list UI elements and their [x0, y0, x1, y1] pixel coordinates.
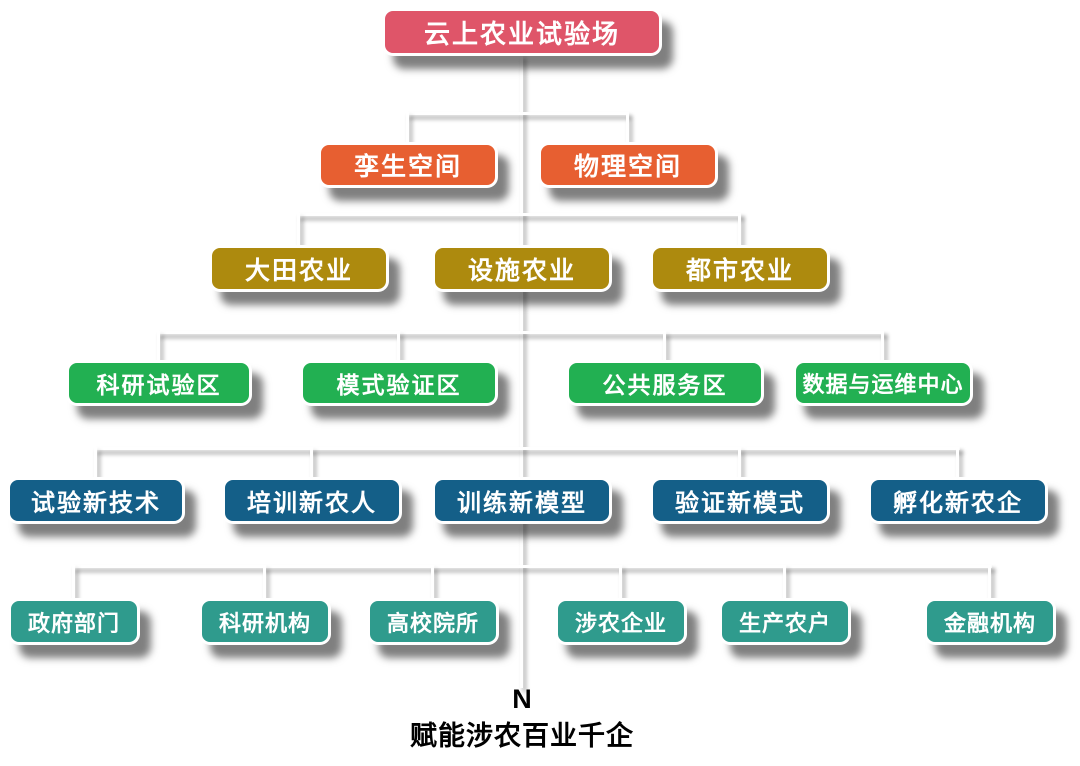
node-data-ops-center: 数据与运维中心: [793, 360, 973, 406]
node-root: 云上农业试验场: [382, 8, 662, 56]
stub-level3-3: [738, 213, 741, 248]
stub-level6-3: [431, 565, 434, 601]
compass-n-label: N: [512, 684, 532, 714]
rail-level6: [72, 565, 992, 568]
rail-level3: [297, 213, 741, 216]
stub-level5-2: [310, 447, 313, 479]
node-financial-institutions: 金融机构: [924, 598, 1056, 645]
node-government-departments: 政府部门: [8, 598, 140, 645]
stub-level2-2: [626, 112, 629, 145]
node-public-service-zone: 公共服务区: [566, 360, 764, 406]
node-universities: 高校院所: [367, 598, 499, 645]
node-twin-space: 孪生空间: [318, 142, 498, 188]
stub-level2-1: [406, 112, 409, 145]
stub-level6-4: [619, 565, 622, 601]
stub-level6-5: [783, 565, 786, 601]
connector-trunk: [520, 54, 523, 688]
node-train-new-farmers: 培训新农人: [222, 477, 402, 524]
node-physical-space: 物理空间: [538, 142, 718, 188]
stub-level4-1: [157, 331, 160, 363]
stub-level3-1: [297, 213, 300, 248]
rail-level5: [94, 447, 960, 450]
stub-level4-3: [663, 331, 666, 363]
node-agri-enterprises: 涉农企业: [555, 598, 687, 645]
node-validate-new-modes: 验证新模式: [650, 477, 830, 524]
node-facility-agriculture: 设施农业: [432, 245, 612, 292]
stub-level5-5: [956, 447, 959, 479]
stub-level5-1: [94, 447, 97, 479]
stub-level4-2: [397, 331, 400, 363]
node-model-validation-zone: 模式验证区: [300, 360, 498, 406]
caption-empower-text: 赋能涉农百业千企: [410, 721, 634, 751]
node-research-institutes: 科研机构: [199, 598, 331, 645]
node-incubate-new-agribusiness: 孵化新农企: [868, 477, 1048, 524]
node-field-agriculture: 大田农业: [209, 245, 389, 292]
rail-level2: [406, 112, 628, 115]
stub-level6-1: [72, 565, 75, 601]
node-train-new-models: 训练新模型: [432, 477, 612, 524]
stub-level5-4: [738, 447, 741, 479]
node-research-test-zone: 科研试验区: [66, 360, 252, 406]
node-urban-agriculture: 都市农业: [650, 245, 830, 292]
node-producing-farmers: 生产农户: [719, 598, 851, 645]
node-test-new-tech: 试验新技术: [7, 477, 185, 524]
stub-level6-2: [263, 565, 266, 601]
stub-level4-4: [881, 331, 884, 363]
stub-level6-6: [988, 565, 991, 601]
rail-level4: [157, 331, 884, 334]
